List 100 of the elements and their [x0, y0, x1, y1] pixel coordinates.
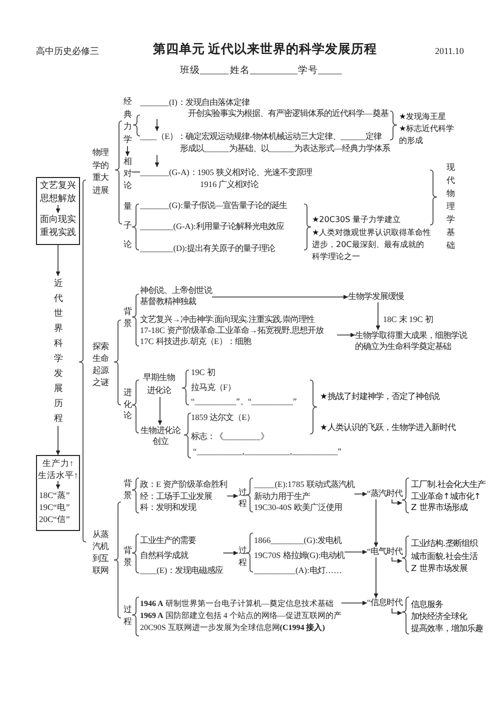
star-note: ★人类对微观世界认识取得革命性进步，20C最深刻、最有成就的科学理论之一: [312, 227, 432, 263]
fill-in-line: _______: [140, 98, 170, 107]
fill-in-line: _____: [318, 66, 342, 76]
arrow: [336, 332, 356, 338]
concept-text: 19C“电”: [39, 501, 70, 513]
outline-item: _______(I)：发现自由落体定律: [140, 97, 250, 108]
vertical-heading: 量子论: [123, 201, 132, 251]
outline-item: 17-18C 资产阶级革命.工业革命→拓宽视野.思想开放: [140, 326, 324, 336]
arrow: [56, 204, 60, 214]
outline-item: 形成以______为基础、以______为表达形式—经典力学体系: [180, 143, 390, 155]
arrow: [154, 154, 160, 168]
outline-item: 自然科学成就: [140, 550, 188, 562]
outline-item: _______(G-A)：1905 狭义相对论、光速不变原理: [140, 167, 312, 179]
arrow: [354, 492, 368, 496]
form-label: 学号_____: [298, 66, 342, 78]
era-label: “蒸汽时代: [367, 489, 403, 500]
fill-in-line: _______: [140, 201, 170, 210]
outline-item: 生物进化论创立: [139, 425, 182, 447]
arrow: [56, 244, 60, 276]
fill-in-line: __________: [194, 397, 236, 406]
effect-item: 信息服务: [411, 598, 443, 610]
outline-item: 新动力用于生产: [254, 490, 310, 502]
fill-in-line: ____: [140, 566, 157, 575]
vertical-heading: 背景: [123, 478, 132, 502]
fill-in-line: _____: [254, 480, 275, 489]
fill-in-line: __________: [250, 66, 298, 76]
fill-in-line: ___________: [244, 447, 290, 456]
effect-item: 工业革命↑城市化↑: [411, 490, 481, 502]
vertical-heading: 进化论: [123, 387, 132, 422]
star-note: ★人类认识的飞跃，生物学进入新时代: [320, 422, 456, 432]
concept-text: 18C“蒸”: [39, 489, 70, 501]
outline-item: _______(G):量子假说—宣告量子论的诞生: [140, 201, 288, 212]
vertical-heading: 现代物理学基础: [446, 162, 455, 252]
outline-item: 生物学取得重大成果，细胞学说的确立为生命科学奠定基础: [355, 330, 473, 352]
outline-item: 1969 A 国防部建立包括 4 个站点的网络—促进互联网的产: [140, 610, 342, 622]
outline-item: 20C90S 互联网进一步发展为全球信息网(C1994 接入): [140, 622, 325, 634]
outline-item: 基督教精神独裁: [140, 296, 196, 307]
arrow: [340, 600, 368, 606]
outline-item: “___________,___________,___________”: [193, 447, 342, 458]
outline-frame: [36, 455, 80, 531]
outline-item: 生物学发展缓慢: [348, 292, 404, 302]
outline-item: ____(E)：发现电磁感应: [140, 564, 224, 577]
fill-in-line: _______: [140, 168, 170, 177]
form-label: 班级______: [180, 66, 228, 78]
outline-item: 1859 达尔文（E）: [191, 413, 255, 424]
date-text: 2011.10: [435, 46, 464, 58]
outline-item: 政：E 资产阶级革命胜利: [140, 479, 228, 490]
vertical-heading: 背景: [123, 306, 132, 330]
fill-in-line: ________: [270, 536, 304, 545]
vertical-heading: 经典力学: [123, 96, 132, 146]
arrow: [158, 396, 162, 426]
course-name: 高中历史必修三: [36, 46, 99, 57]
arrow: [222, 550, 238, 556]
effect-item: 加快经济全球化: [411, 610, 467, 622]
arrow: [154, 118, 160, 132]
arrow: [376, 302, 380, 330]
form-label: 姓名__________: [230, 66, 298, 78]
fill-in-line: ________: [140, 244, 174, 253]
edge-label: 18C 末 19C 初: [383, 315, 433, 326]
arrow: [344, 550, 368, 554]
effect-item: Z 世界市场发展: [411, 562, 468, 574]
vertical-heading: 过程: [238, 487, 247, 509]
outline-item: ________(D):提出有关原子的量子理论: [140, 244, 276, 254]
arrow: [374, 498, 378, 548]
star-note: ★标志近代科学的形成: [399, 123, 456, 147]
section-heading: 物理学的重大进展: [92, 147, 110, 196]
concept-text: 重视实践: [40, 226, 76, 239]
arrow: [56, 480, 60, 490]
section-heading: 探索生命起源之谜: [92, 341, 110, 389]
star-note: ★发现海王星: [399, 112, 446, 122]
fill-in-line: ________: [140, 222, 174, 231]
star-note: ★挑战了封建神学，否定了神创说: [320, 391, 440, 402]
outline-item: 19C70S 格拉姆(G):电动机: [254, 550, 345, 562]
outline-item: 早期生物进化论: [141, 371, 177, 397]
concept-text: 文艺复兴: [40, 179, 76, 192]
arrow: [374, 556, 378, 598]
vertical-heading: 背景: [123, 545, 132, 569]
arrow: [392, 498, 402, 506]
concept-text: 生产力↑: [42, 457, 74, 469]
outline-item: “__________”、“__________”: [191, 397, 297, 408]
fill-in-line: ______: [268, 144, 294, 153]
fill-in-line: ___________: [292, 447, 338, 456]
fill-in-line: ___________: [196, 447, 242, 456]
arrow: [212, 294, 348, 300]
star-note: ★20C30S 量子力学建立: [312, 215, 401, 225]
arrow: [392, 556, 402, 564]
outline-item: 经：工场手工业发展: [140, 490, 212, 502]
outline-item: _____(E):1785 联动式蒸汽机: [254, 479, 354, 490]
era-label: “信息时代: [367, 598, 403, 608]
section-heading: 从蒸汽机到互联网: [92, 529, 110, 577]
outline-item: ____（E）：确定宏观运动规律-物体机械运动三大定律、______定律: [140, 131, 382, 143]
fill-in-line: ____: [140, 132, 157, 141]
outline-item: 拉马克（F）: [191, 383, 236, 394]
outline-item: 开创实验事实为根据、有严密逻辑体系的近代科学—奠基: [188, 108, 388, 119]
fill-in-line: ______: [200, 66, 228, 76]
effect-item: 城市面貌.社会生活: [411, 550, 478, 562]
concept-text: 面向现实: [40, 213, 76, 226]
vertical-heading: 过程: [238, 545, 247, 569]
arrow: [392, 608, 402, 616]
vertical-heading: 相对论: [123, 156, 132, 192]
